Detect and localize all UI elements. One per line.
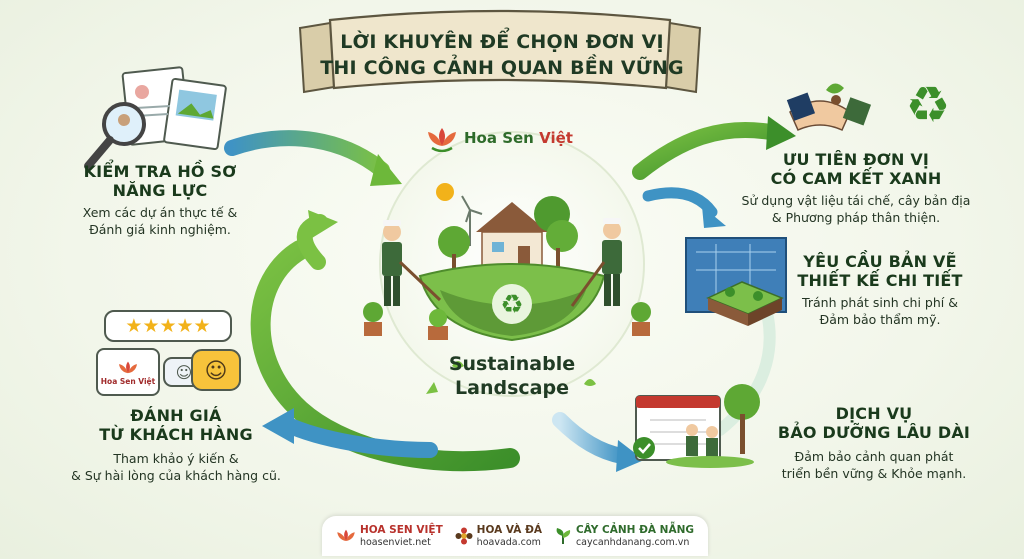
section-check-profile: KIỂM TRA HỒ SƠ NĂNG LỰC Xem các dự án th…: [60, 162, 260, 238]
design-heading-2: THIẾT KẾ CHI TIẾT: [797, 271, 963, 290]
green-desc-2: & Phương pháp thân thiện.: [771, 210, 941, 225]
title-banner-shape: [298, 9, 702, 94]
arrow-left-upper-head: [308, 210, 338, 238]
check-profile-heading-1: KIỂM TRA HỒ SƠ: [83, 162, 237, 181]
design-desc-2: Đảm bảo thẩm mỹ.: [819, 312, 941, 327]
footer-brand-hoavada[interactable]: HOA VÀ ĐÁ hoavada.com: [455, 524, 542, 549]
sustainable-landscape-label: Sustainable Landscape: [437, 352, 587, 400]
footer-brand-name: HOA SEN VIỆT: [359, 523, 443, 536]
green-heading-2: CÓ CAM KẾT XANH: [770, 169, 942, 188]
svg-text:☺: ☺: [176, 363, 193, 382]
arrow-bottom-right-head: [616, 440, 644, 472]
svg-text:♻: ♻: [906, 76, 951, 134]
title-line-1: LỜI KHUYÊN ĐỂ CHỌN ĐƠN VỊ: [340, 31, 664, 53]
footer-brands: HOA SEN VIỆT hoasenviet.net HOA VÀ ĐÁ ho…: [322, 516, 708, 556]
arrow-top-left-head: [370, 154, 402, 186]
center-brand-name: Hoa Sen Việt: [464, 129, 573, 147]
center-label-line-2: Landscape: [455, 377, 569, 399]
footer-brand-hoasenviet[interactable]: HOA SEN VIỆT hoasenviet.net: [336, 524, 443, 549]
arrow-mid-right: [642, 187, 718, 218]
reviews-heading-2: TỪ KHÁCH HÀNG: [99, 425, 253, 444]
svg-text:♻: ♻: [500, 290, 523, 320]
section-green-commitment: ƯU TIÊN ĐƠN VỊ CÓ CAM KẾT XANH Sử dụng v…: [726, 150, 986, 226]
review-card-label: Hoa Sen Việt: [100, 376, 156, 386]
footer-brand-name: CÂY CẢNH ĐÀ NẴNG: [575, 523, 695, 536]
arrow-bottom-right: [552, 412, 630, 464]
svg-text:☺: ☺: [205, 359, 228, 384]
title-line-2: THI CÔNG CẢNH QUAN BỀN VỮNG: [320, 57, 684, 79]
section-maintenance: DỊCH VỤ BẢO DƯỠNG LÂU DÀI Đảm bảo cảnh q…: [764, 404, 984, 482]
reviews-heading-1: ĐÁNH GIÁ: [130, 406, 222, 425]
section-reviews: ĐÁNH GIÁ TỪ KHÁCH HÀNG Tham khảo ý kiến …: [56, 406, 296, 484]
design-desc-1: Tránh phát sinh chi phí &: [802, 295, 958, 310]
review-card: Hoa Sen Việt: [96, 348, 160, 396]
lotus-small-icon: [119, 361, 137, 373]
center-brand-logo: Hoa Sen Việt: [426, 124, 573, 152]
five-stars-icon: ★★★★★: [125, 315, 211, 337]
green-heading-1: ƯU TIÊN ĐƠN VỊ: [782, 150, 930, 169]
footer-brand-url: hoavada.com: [476, 536, 541, 548]
design-heading-1: YÊU CẦU BẢN VẼ: [803, 252, 957, 271]
reviews-desc-1: Tham khảo ý kiến &: [113, 451, 239, 466]
reviews-desc-2: & Sự hài lòng của khách hàng cũ.: [71, 468, 281, 483]
check-profile-desc-1: Xem các dự án thực tế &: [82, 205, 238, 220]
arrow-left-loop: [250, 240, 520, 472]
center-illustration: ♻: [363, 183, 651, 394]
footer-brand-name: HOA VÀ ĐÁ: [476, 523, 543, 536]
green-desc-1: Sử dụng vật liệu tái chế, cây bản địa: [741, 193, 971, 208]
handshake-illustration: ♻: [786, 76, 951, 134]
star-rating-bubble: ★★★★★: [104, 310, 232, 342]
flower-stone-icon: [455, 527, 473, 545]
leaf-icon: [556, 528, 571, 544]
lotus-logo-icon: [428, 128, 456, 152]
footer-brand-caycanhdanang[interactable]: CÂY CẢNH ĐÀ NẴNG caycanhdanang.com.vn: [554, 524, 694, 549]
footer-brand-url: hoasenviet.net: [359, 536, 431, 548]
maintenance-illustration: [633, 384, 760, 468]
check-profile-desc-2: Đánh giá kinh nghiệm.: [89, 222, 231, 237]
blueprint-illustration: [685, 237, 787, 326]
lotus-icon: [337, 529, 355, 541]
chat-illustration: ☺ ☺: [163, 349, 241, 391]
maintenance-heading-2: BẢO DƯỠNG LÂU DÀI: [777, 423, 971, 442]
section-detailed-design: YÊU CẦU BẢN VẼ THIẾT KẾ CHI TIẾT Tránh p…: [780, 252, 980, 328]
title-banner: LỜI KHUYÊN ĐỂ CHỌN ĐƠN VỊ THI CÔNG CẢNH …: [300, 14, 704, 96]
footer-brand-url: caycanhdanang.com.vn: [575, 536, 690, 548]
arrow-mid-right-head: [702, 206, 726, 228]
maintenance-desc-1: Đảm bảo cảnh quan phát: [794, 449, 954, 464]
arrow-top-left: [224, 130, 390, 178]
arrow-top-right: [632, 121, 778, 180]
center-label-line-1: Sustainable: [448, 353, 576, 375]
maintenance-heading-1: DỊCH VỤ: [835, 404, 913, 423]
check-profile-heading-2: NĂNG LỰC: [112, 181, 208, 200]
arrow-bottom-left: [278, 416, 438, 458]
arrow-top-right-head: [766, 116, 796, 150]
documents-illustration: [84, 66, 227, 170]
arrow-bottom-left-head: [262, 408, 294, 444]
maintenance-desc-2: triển bền vững & Khỏe mạnh.: [781, 466, 967, 481]
